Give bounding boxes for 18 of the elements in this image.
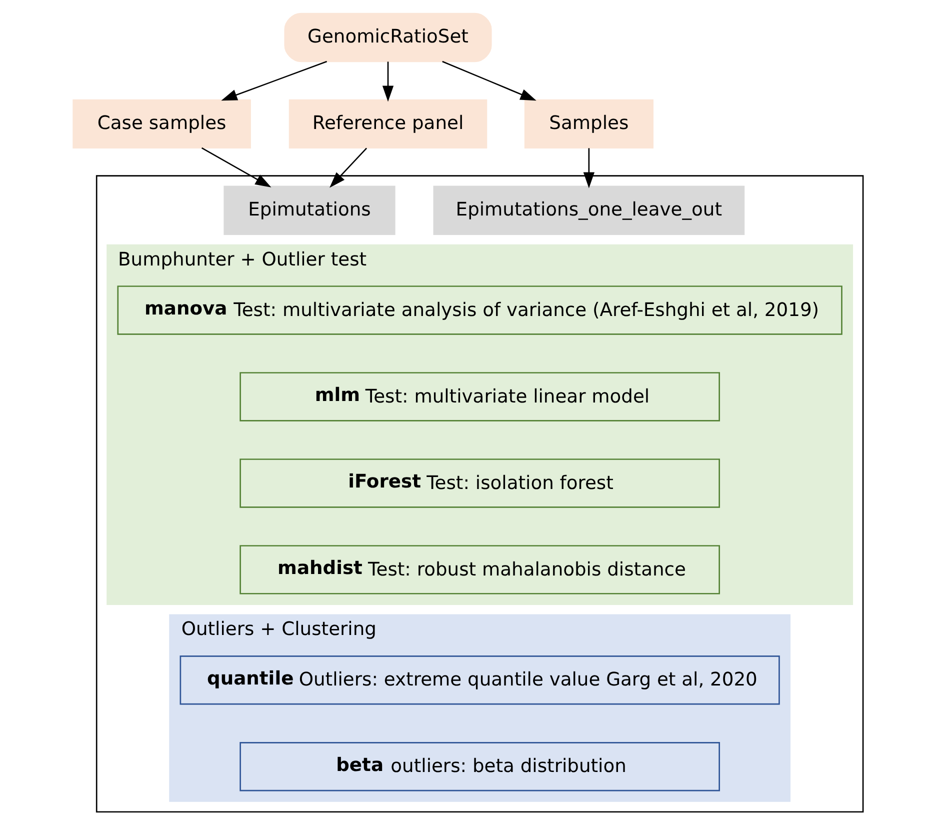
arrow xyxy=(221,60,328,101)
arrow xyxy=(442,60,536,101)
node-box: beta outliers: beta distribution xyxy=(240,742,720,792)
node-box: manova Test: multivariate analysis of variance (Aref-Eshghi et al, 2019) xyxy=(117,286,842,335)
arrow xyxy=(583,148,595,188)
node-box: mahdist Test: robust mahalanobis distance xyxy=(240,545,720,594)
node-box: Case samples xyxy=(72,99,251,149)
node-box: Samples xyxy=(524,99,654,149)
node-box: mlm Test: multivariate linear model xyxy=(240,372,720,422)
arrow xyxy=(201,147,272,188)
node-box: iForest Test: isolation forest xyxy=(240,458,720,508)
arrow xyxy=(382,62,394,102)
node-box: Reference panel xyxy=(288,99,488,149)
arrow xyxy=(330,148,368,188)
node-box: quantile Outliers: extreme quantile value Garg et al, 2020 xyxy=(180,656,780,705)
node-box: Epimutations_one_leave_out xyxy=(433,186,745,236)
node-box: Epimutations xyxy=(224,186,396,236)
node-box: GenomicRatioSet xyxy=(284,12,492,62)
